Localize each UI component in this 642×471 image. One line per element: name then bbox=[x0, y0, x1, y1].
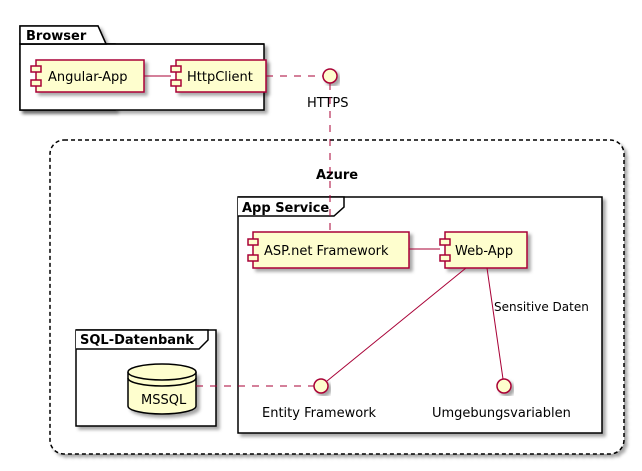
cloud-azure-title: Azure bbox=[316, 168, 358, 183]
component-http-client-label: HttpClient bbox=[187, 70, 253, 85]
edge-label-sensitive-daten: Sensitive Daten bbox=[494, 300, 589, 314]
component-asp-net[interactable]: ASP.net Framework bbox=[247, 231, 410, 269]
database-mssql[interactable]: MSSQL bbox=[127, 363, 197, 415]
interface-entity-framework-label: Entity Framework bbox=[262, 406, 377, 421]
component-http-client[interactable]: HttpClient bbox=[170, 59, 267, 93]
interface-umgebungsvariablen-label: Umgebungsvariablen bbox=[432, 406, 571, 421]
interface-entity-framework[interactable]: Entity Framework bbox=[262, 378, 377, 421]
package-browser-title: Browser bbox=[26, 29, 87, 44]
database-mssql-label: MSSQL bbox=[141, 393, 187, 408]
interface-https[interactable]: HTTPS bbox=[307, 68, 349, 111]
component-web-app-label: Web-App bbox=[455, 244, 513, 259]
interface-https-label: HTTPS bbox=[307, 96, 349, 111]
frame-app-service-title: App Service bbox=[242, 201, 329, 216]
component-angular-app-label: Angular-App bbox=[48, 70, 128, 85]
interface-umgebungsvariablen[interactable]: Umgebungsvariablen bbox=[432, 378, 571, 421]
frame-sql-datenbank-title: SQL-Datenbank bbox=[80, 333, 194, 348]
link-webapp-umgebungsvariablen bbox=[486, 267, 504, 380]
component-asp-net-label: ASP.net Framework bbox=[264, 244, 389, 259]
component-web-app[interactable]: Web-App bbox=[439, 231, 528, 269]
link-webapp-entityframework bbox=[326, 267, 467, 382]
component-angular-app[interactable]: Angular-App bbox=[30, 59, 145, 93]
